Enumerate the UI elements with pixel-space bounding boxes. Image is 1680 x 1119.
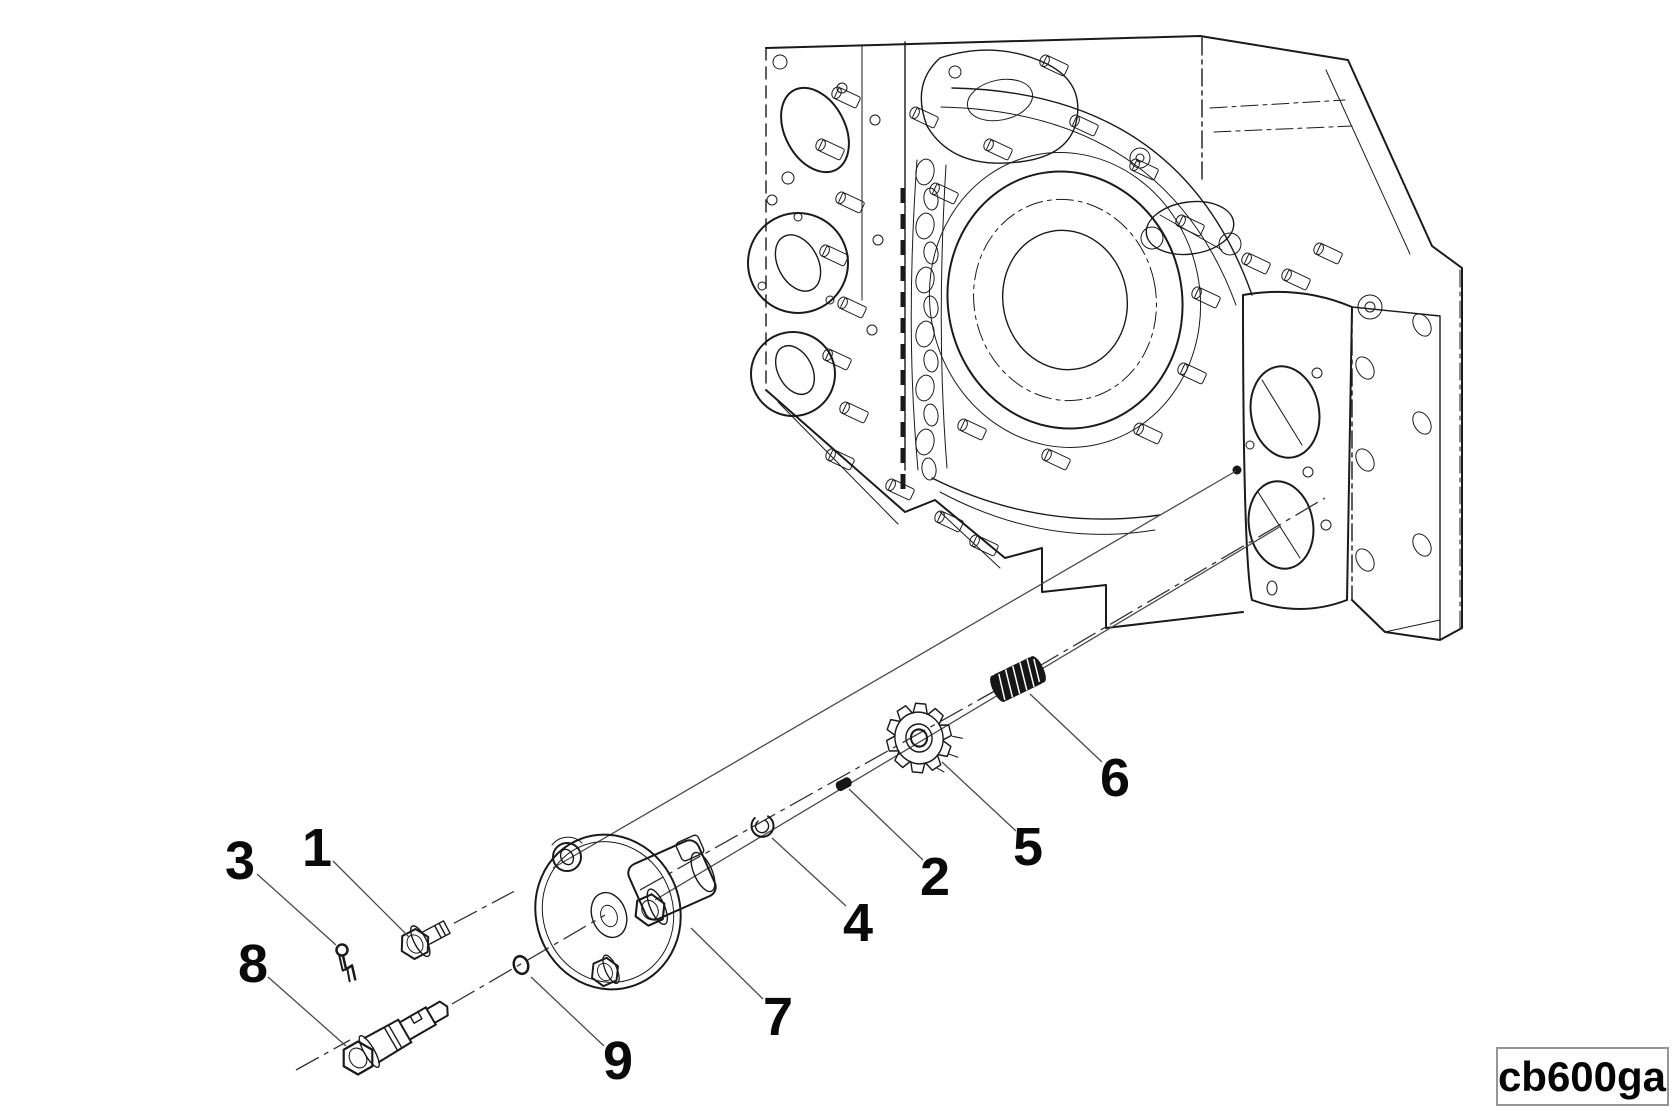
figure-code-label: cb600ga [1496,1047,1669,1106]
callout-number-4: 4 [843,893,873,953]
figure-code-text: cb600ga [1498,1053,1667,1100]
callout-leader-3 [256,873,337,946]
top-bracket-casting [907,49,1100,164]
part-7-pump-assembly [534,833,717,991]
callout-number-3: 3 [225,831,255,891]
callout-leader-4 [771,837,847,907]
callout-leader-5 [941,761,1017,832]
assembly-lines [295,470,1326,1071]
callout-number-6: 6 [1100,748,1130,808]
pump-mounting-plate [1129,147,1353,610]
pump-alignment-line-upper [552,470,1237,869]
callout-leader-6 [1029,693,1103,763]
engine-timing-case [747,35,1463,641]
callout-number-5: 5 [1013,817,1043,877]
part-5-drive-gear [885,702,963,774]
exploded-axis-centerline [295,497,1326,1071]
right-flange-block [1351,245,1463,641]
part-3-cotter-pin [335,943,357,983]
callout-number-2: 2 [920,847,950,907]
callout-leader-7 [690,927,764,1000]
pump-alignment-line-lower [654,525,1282,901]
left-gasket-plate [747,41,1000,557]
callout-number-7: 7 [763,987,793,1047]
figure-code-box [1496,1047,1669,1106]
part-2-dowel-pin [835,777,852,792]
callout-leader-2 [848,788,924,861]
callout-leader-8 [267,976,347,1047]
crankshaft-seal-bore [927,87,1253,535]
part-9-o-ring [512,954,530,976]
part-6-spring-plug [990,656,1046,702]
case-outline [765,35,1433,629]
callout-number-8: 8 [238,934,268,994]
callout-number-1: 1 [302,818,332,878]
callout-layer: 1 2 3 4 56 7 8 9 [225,693,1130,1091]
timing-chain [900,158,948,495]
part-8-drive-shaft [335,1000,449,1080]
part-4-retaining-ring [750,815,775,838]
exploded-parts [335,656,1046,1080]
callout-leader-1 [332,860,410,938]
part-1-hex-bolt [394,890,515,964]
callout-number-9: 9 [603,1031,633,1091]
callout-leader-9 [530,976,605,1047]
